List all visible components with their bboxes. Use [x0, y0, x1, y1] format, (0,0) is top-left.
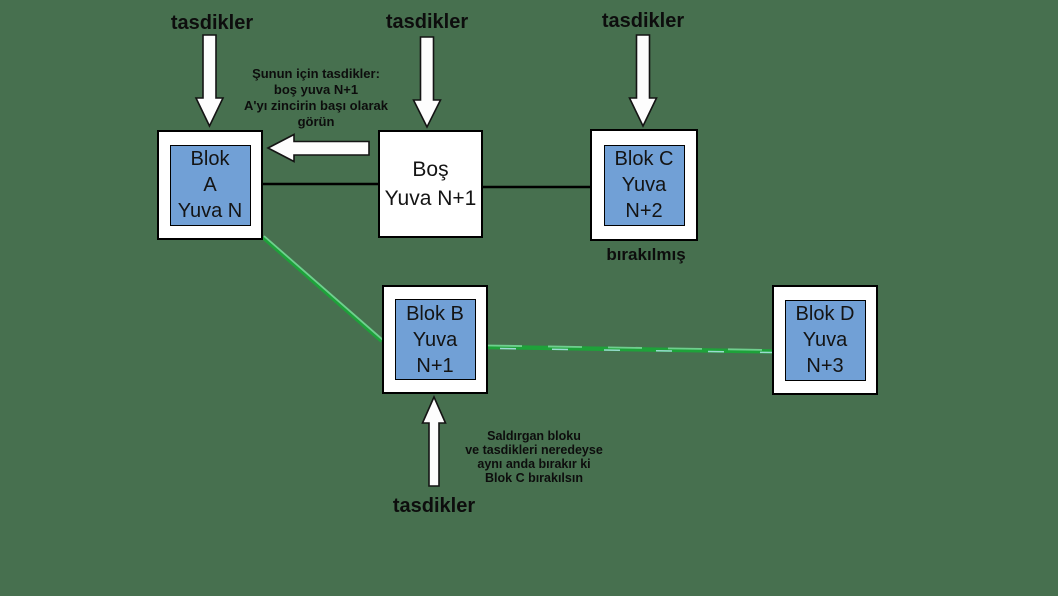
dropped-label: bırakılmış: [606, 245, 686, 264]
block-c-line: N+2: [625, 200, 663, 222]
attest-note-line: boş yuva N+1: [273, 82, 359, 97]
block-a-line: A: [203, 174, 217, 196]
attestation-label-c: tasdikler: [601, 10, 685, 32]
block-a-line: Blok: [190, 148, 230, 170]
attacker-note-line: Saldırgan bloku: [487, 429, 581, 443]
attestation-label-b: tasdikler: [392, 495, 476, 517]
block-d: Blok D Yuva N+3: [772, 285, 878, 395]
block-c-line: Blok C: [614, 148, 674, 170]
block-d-line: Yuva: [802, 329, 848, 351]
block-b-line: N+1: [416, 354, 454, 377]
attestation-arrow-down-a: [194, 34, 225, 128]
attestation-arrow-up-b: [421, 395, 447, 487]
block-empty-slot-body: Boş Yuva N+1: [385, 155, 477, 213]
attacker-note-line: ve tasdikleri neredeyse: [465, 443, 603, 457]
block-c-body: Blok C Yuva N+2: [603, 144, 685, 226]
block-b-line: Yuva: [412, 328, 458, 351]
block-d-body: Blok D Yuva N+3: [784, 299, 866, 381]
block-empty-slot: Boş Yuva N+1: [378, 130, 483, 238]
block-d-line: N+3: [806, 355, 844, 377]
green-link-a-b: [261, 235, 384, 343]
block-b-body: Blok B Yuva N+1: [394, 299, 476, 380]
block-b-line: Blok B: [406, 302, 464, 325]
green-link-b-d: [487, 344, 773, 354]
block-d-line: Blok D: [795, 303, 855, 325]
attest-note-line: Şunun için tasdikler:: [252, 66, 380, 81]
green-link-b-d-highlight: [487, 344, 773, 351]
attacker-note-line: aynı anda bırakır ki: [477, 457, 591, 471]
green-link-a-b-highlight: [263, 235, 384, 341]
attest-note-line: görün: [297, 114, 335, 129]
attestation-arrow-down-empty: [412, 36, 442, 129]
block-b: Blok B Yuva N+1: [382, 285, 488, 394]
attestation-arrow-down-c: [628, 34, 658, 128]
block-a-body: Blok A Yuva N: [169, 144, 251, 226]
attacker-note: Saldırgan bloku ve tasdikleri neredeyse …: [429, 429, 639, 485]
block-a-line: Yuva N: [177, 200, 243, 222]
block-empty-line: Yuva N+1: [384, 187, 477, 210]
attestation-label-empty: tasdikler: [385, 11, 469, 33]
attest-note-line: A'yı zincirin başı olarak: [244, 98, 388, 113]
attest-note: Şunun için tasdikler: boş yuva N+1 A'yı …: [216, 66, 416, 130]
attest-arrow-left: [266, 133, 370, 163]
block-empty-line: Boş: [412, 158, 449, 181]
block-a: Blok A Yuva N: [157, 130, 263, 240]
attacker-note-line: Blok C bırakılsın: [485, 471, 583, 485]
attestation-label-a: tasdikler: [170, 12, 254, 34]
block-c: Blok C Yuva N+2: [590, 129, 698, 241]
block-c-line: Yuva: [621, 174, 667, 196]
